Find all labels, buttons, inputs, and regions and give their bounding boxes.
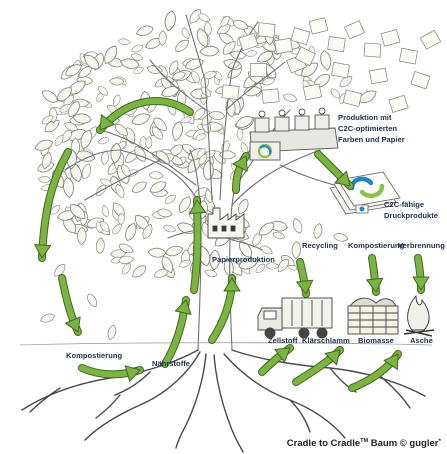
label-papierproduktion: Papierproduktion	[212, 255, 275, 264]
label-produktion-line1: Produktion mit	[338, 113, 392, 122]
label-produktion-line2: C2C-optimierten	[338, 124, 397, 133]
label-druckprodukte-line2: Druckprodukte	[384, 211, 438, 220]
label-produktion-line3: Farben und Papier	[338, 135, 405, 144]
paper-sheet	[369, 68, 387, 84]
label-naehrstoffe: Nährstoffe	[152, 359, 190, 368]
label-recycling: Recycling	[302, 241, 338, 250]
paper-sheet	[262, 89, 279, 104]
paper-sheet	[363, 42, 382, 58]
label-verbrennung: Verbrennung	[398, 241, 445, 250]
label-kompostierung-left: Kompostierung	[66, 351, 122, 360]
label-zellstoff: Zellstoff	[268, 336, 298, 345]
label-biomasse: Biomasse	[358, 336, 394, 345]
label-kompostierung-top: Kompostierung	[348, 241, 404, 250]
paper-sheet	[249, 62, 267, 77]
compost-box-icon	[348, 298, 398, 334]
paper-sheet	[257, 22, 276, 39]
label-asche: Asche	[410, 336, 433, 345]
label-druckprodukte-line1: C2C-fähige	[384, 200, 424, 209]
paper-sheet	[221, 84, 240, 101]
paper-sheet	[274, 38, 292, 53]
label-klaerschlamm: Klärschlamm	[302, 336, 350, 345]
